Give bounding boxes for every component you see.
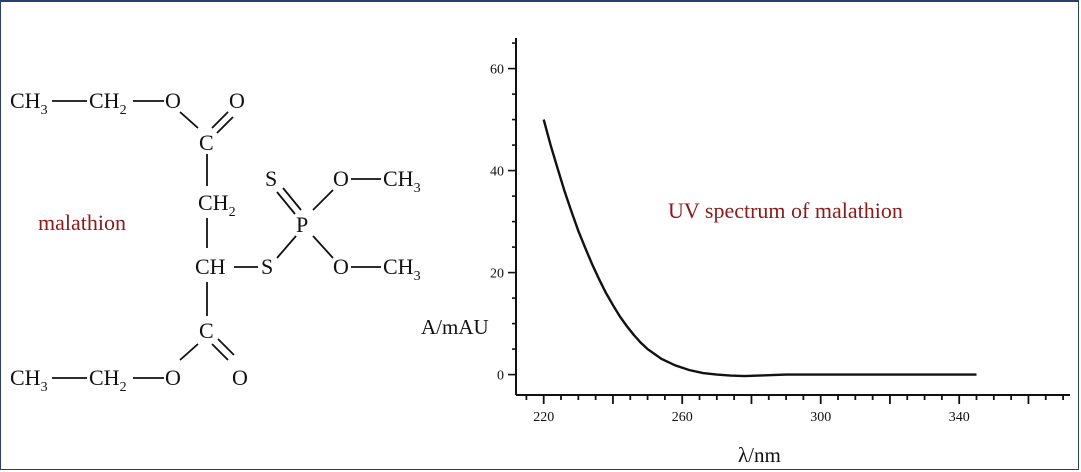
atom-ch3-bottom: CH3 [10,365,48,395]
atom-ch2-top: CH2 [89,88,127,118]
chart-ticks: 0 20 40 60 220 260 300 340 [490,42,1064,425]
bond-double-a [211,111,229,129]
atom-c-top: C [199,130,214,155]
atom-o-bottom-double: O [232,365,248,390]
x-axis-title: λ/nm [738,443,781,467]
x-tick-label: 340 [949,410,970,425]
x-tick-label: 220 [533,410,554,425]
atom-ch2-bottom: CH2 [89,365,127,395]
y-tick-label: 0 [497,369,504,384]
bond-double-b [216,116,234,134]
atom-ch-mid: CH [195,254,226,279]
atom-ch3-top: CH3 [10,88,48,118]
x-tick-label: 300 [810,410,831,425]
bond-double-a [211,343,229,361]
atom-c-bottom: C [199,318,214,343]
bond [312,235,334,259]
molecule-name-label: malathion [38,210,126,235]
y-tick-label: 40 [490,165,504,180]
atom-o-p-top: O [333,166,349,191]
atom-s-link: S [261,254,273,279]
bond [312,189,334,211]
bond [179,111,199,129]
bond-double-b [282,187,302,211]
y-tick-label: 20 [490,267,504,282]
atom-s-double: S [265,166,277,191]
atom-ch3-p-bottom: CH3 [383,254,421,284]
bond-double-a [276,191,296,215]
y-tick-label: 60 [490,63,504,78]
atom-o-p-bottom: O [333,254,349,279]
chart-title: UV spectrum of malathion [668,198,903,223]
atom-o-top: O [165,88,181,113]
uv-spectrum-chart: 0 20 40 60 220 260 300 340 UV spectrum of malat… [421,38,1070,467]
atom-p: P [296,212,308,237]
atom-o-bottom: O [165,365,181,390]
bond [276,235,297,259]
malathion-structure: CH3 CH2 O O C CH2 CH S P S O CH3 O CH3 C… [10,88,421,395]
series-line [542,119,977,378]
bond [179,343,199,361]
atom-ch2-mid: CH2 [198,190,236,220]
atom-ch3-p-top: CH3 [383,166,421,196]
y-axis-title: A/mAU [421,315,489,339]
atom-o-top-double: O [229,88,245,113]
bond-double-b [217,338,235,356]
x-tick-label: 260 [672,410,693,425]
chart-axes [515,38,1070,396]
